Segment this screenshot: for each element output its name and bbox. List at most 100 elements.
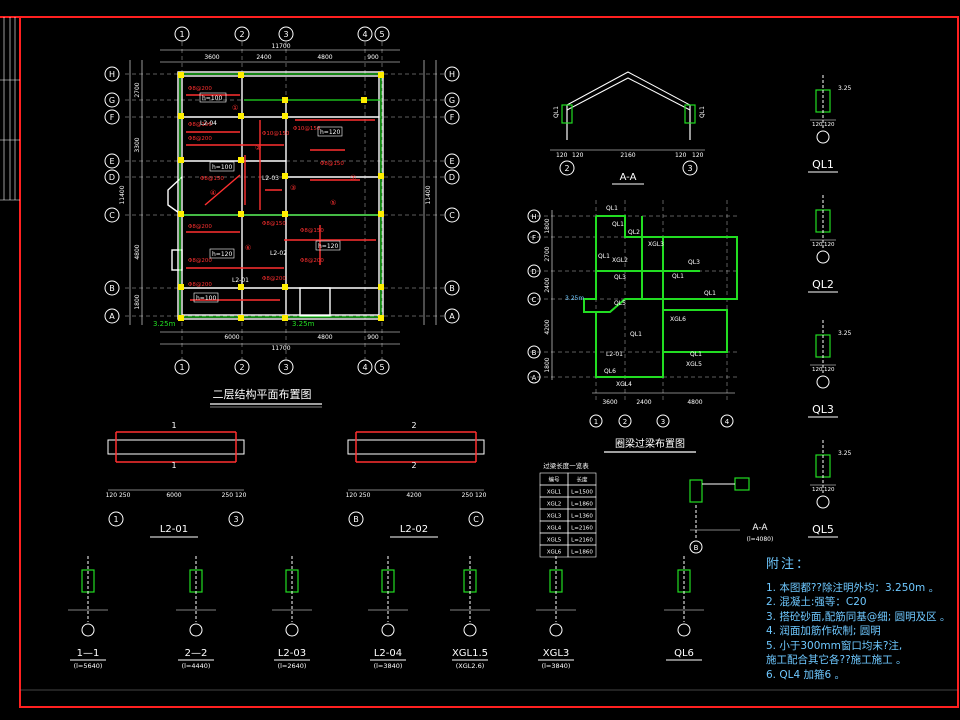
table-cell: L=1860	[571, 550, 593, 556]
drawing-frame	[0, 16, 959, 708]
svg-text:Φ8@200: Φ8@200	[188, 258, 212, 264]
grid-bubble	[677, 623, 691, 637]
grid-bubble	[527, 230, 541, 244]
grid-bubble	[234, 359, 250, 375]
grid-bubble-label: F	[532, 234, 536, 242]
grid-bubble	[527, 345, 541, 359]
section-title: L2-03	[278, 648, 306, 659]
svg-text:Φ8@150: Φ8@150	[262, 221, 286, 227]
svg-text:Φ8@150: Φ8@150	[188, 122, 212, 128]
grid-bubble-label: 4	[362, 30, 367, 39]
dim-text: 120	[812, 122, 823, 128]
ring-beam-label: QL1	[672, 273, 684, 280]
grid-bubble-label: 1	[179, 363, 184, 372]
dim-text: 120	[812, 487, 823, 493]
ring-beam-label: QL1	[630, 331, 642, 338]
section-subtitle: (XGL2.6)	[456, 662, 485, 670]
grid-bubble-label: 4	[725, 418, 730, 426]
grid-bubble-label: 3	[233, 515, 238, 524]
notes-panel: 附注： 1. 本图都??除注明外均：3.250m 。 2. 混凝土:强等：C20…	[766, 557, 956, 682]
dim-text: 3300	[134, 137, 141, 152]
beam-elevations: 1 1 120 250 6000 250 120 1 3 L2-01 2 2 1…	[106, 421, 487, 538]
elevation-label: 3.25m	[153, 320, 176, 328]
table-cell: L=2160	[571, 538, 593, 544]
grid-bubble	[174, 359, 190, 375]
grid-bubble	[278, 26, 294, 42]
section-title: XGL1.5	[452, 648, 488, 659]
section-title: A-A	[620, 172, 637, 183]
grid-bubble	[463, 623, 477, 637]
notes-header: 附注：	[766, 557, 812, 572]
dim-text: 120	[572, 152, 584, 159]
svg-text:Φ8@200: Φ8@200	[188, 136, 212, 142]
svg-text:①: ①	[232, 104, 238, 112]
note-line: 4. 润面加筋作砍制; 圆明	[766, 625, 881, 637]
grid-bubble	[189, 623, 203, 637]
ring-beam-label: QL1	[612, 221, 624, 228]
grid-bubble	[720, 414, 734, 428]
grid-bubble	[104, 280, 120, 296]
ring-beam-label: L2-01	[606, 351, 623, 358]
grid-bubble	[527, 264, 541, 278]
dim-text: 3600	[204, 54, 219, 61]
note-line: 5. 小于300mm窗口均未?注,	[766, 639, 903, 652]
grid-bubble-label: C	[473, 515, 479, 524]
column-mark	[178, 72, 184, 78]
grid-bubble	[618, 414, 632, 428]
grid-bubble-label: 3	[661, 418, 665, 426]
ring-beam-label: QL1	[598, 253, 610, 260]
column-mark	[378, 315, 384, 321]
beam-elevation-title: L2-01	[160, 524, 188, 535]
grid-bubble-label: 1	[179, 30, 184, 39]
section-aa: 2 3 2160 120 120 120 120 QL1 QL1 A-A	[550, 71, 706, 185]
svg-text:1: 1	[171, 461, 176, 470]
beam-label: L2-01	[232, 277, 249, 284]
dim-text: 4200	[544, 319, 551, 334]
section-subtitle: (l=5640)	[74, 662, 103, 670]
grid-bubble	[81, 623, 95, 637]
elevation-label: 3.25m	[292, 320, 315, 328]
grid-bubble-label: E	[449, 157, 454, 166]
grid-bubble-label: D	[449, 173, 455, 182]
grid-bubble	[816, 495, 830, 509]
dim-text: 120	[824, 367, 835, 373]
elevation-label: 3.25m	[565, 295, 584, 302]
table-cell: L=1860	[571, 502, 593, 508]
beam-label: L2-04	[200, 120, 217, 127]
grid-bubble-label: F	[110, 113, 115, 122]
grid-bubble	[278, 359, 294, 375]
ring-beam-label: XGL3	[648, 241, 664, 248]
column-mark	[178, 113, 184, 119]
grid-bubble-label: B	[353, 515, 359, 524]
section-title: XGL3	[543, 648, 570, 659]
overall-width-bottom: 11700	[271, 345, 290, 352]
table-cell: L=1500	[571, 490, 593, 496]
column-mark	[238, 157, 244, 163]
table-cell: 编号	[548, 476, 560, 484]
slab-label: h=100	[212, 164, 232, 171]
column-mark	[378, 284, 384, 290]
dim-text: 250 120	[222, 492, 247, 499]
svg-text:Φ8@200: Φ8@200	[262, 276, 286, 282]
table-cell: 长度	[576, 476, 588, 484]
svg-text:Φ10@150: Φ10@150	[293, 126, 321, 132]
column-mark	[178, 315, 184, 321]
grid-bubble-label: B	[449, 284, 455, 293]
note-line: 6. QL4 加箍6 。	[766, 668, 846, 681]
grid-bubble-label: G	[449, 96, 455, 105]
section-title: L2-04	[374, 648, 402, 659]
svg-text:Φ8@150: Φ8@150	[320, 161, 344, 167]
dim-text: 2700	[544, 246, 551, 261]
svg-text:③: ③	[290, 184, 296, 192]
grid-bubble	[285, 623, 299, 637]
grid-bubble	[527, 209, 541, 223]
ring-beam-label: QL1	[704, 290, 716, 297]
column-mark	[282, 173, 288, 179]
grid-bubble-label: 2	[564, 164, 569, 173]
grid-bubble-label: 3	[283, 363, 288, 372]
svg-text:Φ8@200: Φ8@200	[188, 282, 212, 288]
section-title: QL6	[674, 648, 694, 659]
note-line: 3. 搭砼砂面,配筋同基@细; 圆明及区 。	[766, 610, 951, 623]
